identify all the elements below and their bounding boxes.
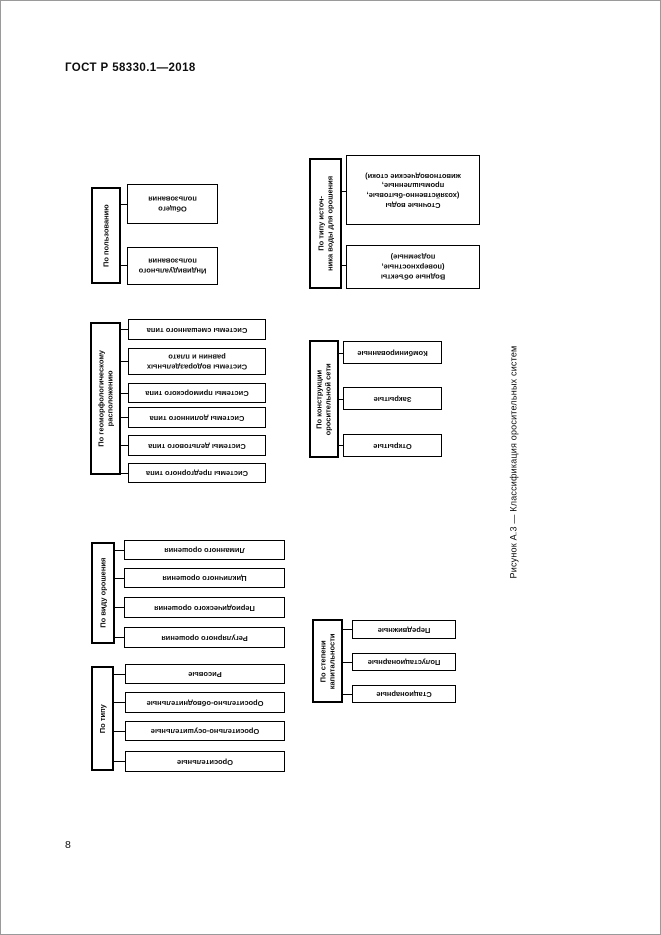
leaf-box: Системы дельтового типа xyxy=(128,435,266,456)
leaf-box: Системы долинного типа xyxy=(128,407,266,428)
group-header-irrigation-kind: По виду орошения xyxy=(91,542,115,644)
connector-line xyxy=(114,550,124,551)
group-header-label: По пользованию xyxy=(101,204,111,267)
group-header-geomorphology: По геоморфологическому расположению xyxy=(90,322,121,475)
leaf-box: Оросительно-обводнительные xyxy=(125,692,285,713)
leaf-label: Регулярного орошения xyxy=(161,633,248,643)
group-header-system-type: По типу xyxy=(91,666,114,771)
group-header-label: По виду орошения xyxy=(98,557,108,629)
leaf-box: Открытые xyxy=(343,434,442,457)
leaf-label: Открытые xyxy=(373,441,412,451)
connector-line xyxy=(338,445,343,446)
leaf-box: Комбинированные xyxy=(343,341,442,364)
leaf-label: Периодического орошения xyxy=(154,603,255,613)
connector-line xyxy=(113,731,125,732)
group-header-label: По типу xyxy=(97,703,107,734)
connector-line xyxy=(341,265,346,266)
connector-line xyxy=(120,417,128,418)
connector-line xyxy=(120,361,128,362)
group-header-label: По конструкции оросительной сети xyxy=(314,363,333,435)
figure-caption-text: Рисунок А.3 — Классификация оросительных… xyxy=(508,345,518,579)
leaf-box: Полустационарные xyxy=(352,653,456,671)
connector-line xyxy=(120,393,128,394)
connector-line xyxy=(120,265,128,266)
connector-line xyxy=(338,399,343,400)
leaf-label: Системы дельтового типа xyxy=(148,441,246,451)
leaf-box: Передвижные xyxy=(352,620,456,639)
connector-line xyxy=(113,702,125,703)
leaf-box: Регулярного орошения xyxy=(124,627,285,648)
connector-line xyxy=(114,607,124,608)
leaf-label: Стационарные xyxy=(376,689,432,699)
leaf-box: Лиманного орошения xyxy=(124,540,285,560)
group-header-label: По типу источ- ника воды для орошения xyxy=(316,175,335,272)
connector-line xyxy=(342,662,352,663)
group-header-label: По степени капитальности xyxy=(318,633,337,689)
leaf-label: Рисовые xyxy=(188,669,222,679)
connector-line xyxy=(120,445,128,446)
leaf-label: Оросительные xyxy=(177,757,234,767)
connector-line xyxy=(113,761,125,762)
leaf-label: Системы приморского типа xyxy=(145,388,249,398)
connector-line xyxy=(113,674,125,675)
connector-line xyxy=(338,353,343,354)
group-header-label: По геоморфологическому расположению xyxy=(96,350,115,447)
connector-line xyxy=(342,629,352,630)
leaf-label: Полустационарные xyxy=(367,657,441,667)
leaf-box: Системы смешанного типа xyxy=(128,319,266,340)
leaf-label: Передвижные xyxy=(377,625,431,635)
group-header-permanence: По степени капитальности xyxy=(312,619,343,703)
leaf-box: Рисовые xyxy=(125,664,285,684)
leaf-label: Системы водораздельных равнин и плато xyxy=(146,352,248,372)
leaf-label: Сточные воды (хозяйственно-бытовые, пром… xyxy=(365,171,461,210)
leaf-box: Закрытые xyxy=(343,387,442,410)
figure-caption: Рисунок А.3 — Классификация оросительных… xyxy=(502,329,524,595)
leaf-box: Системы предгорного типа xyxy=(128,463,266,483)
leaf-label: Системы предгорного типа xyxy=(146,468,248,478)
leaf-label: Общего пользования xyxy=(148,195,197,214)
leaf-label: Системы долинного типа xyxy=(149,413,245,423)
group-header-network-design: По конструкции оросительной сети xyxy=(309,340,339,458)
page-number: 8 xyxy=(65,839,71,851)
group-header-usage: По пользованию xyxy=(91,187,121,284)
leaf-box: Цикличного орошения xyxy=(124,568,285,588)
connector-line xyxy=(120,329,128,330)
leaf-box: Оросительно-осушительные xyxy=(125,721,285,741)
leaf-label: Цикличного орошения xyxy=(162,573,247,583)
leaf-label: Индивидуального пользования xyxy=(138,257,207,276)
leaf-label: Системы смешанного типа xyxy=(146,325,248,335)
leaf-label: Лиманного орошения xyxy=(164,545,245,555)
leaf-label: Комбинированные xyxy=(357,348,428,358)
connector-line xyxy=(120,204,128,205)
standard-number: ГОСТ Р 58330.1—2018 xyxy=(65,62,196,74)
connector-line xyxy=(341,191,346,192)
leaf-box: Оросительные xyxy=(125,751,285,772)
leaf-box: Системы приморского типа xyxy=(128,383,266,403)
leaf-label: Закрытые xyxy=(373,394,412,404)
connector-line xyxy=(114,578,124,579)
leaf-box: Системы водораздельных равнин и плато xyxy=(128,348,266,375)
connector-line xyxy=(120,473,128,474)
connector-line xyxy=(342,694,352,695)
leaf-label: Водные объекты (поверхностные, подземные… xyxy=(380,253,446,282)
leaf-box: Индивидуального пользования xyxy=(127,247,218,285)
leaf-label: Оросительно-осушительные xyxy=(150,726,260,736)
leaf-box: Стационарные xyxy=(352,685,456,703)
leaf-box: Общего пользования xyxy=(127,184,218,224)
leaf-box: Периодического орошения xyxy=(124,597,285,618)
leaf-box: Водные объекты (поверхностные, подземные… xyxy=(346,245,480,289)
connector-line xyxy=(114,637,124,638)
group-header-water-source: По типу источ- ника воды для орошения xyxy=(309,158,342,289)
leaf-box: Сточные воды (хозяйственно-бытовые, пром… xyxy=(346,155,480,225)
leaf-label: Оросительно-обводнительные xyxy=(146,698,264,708)
